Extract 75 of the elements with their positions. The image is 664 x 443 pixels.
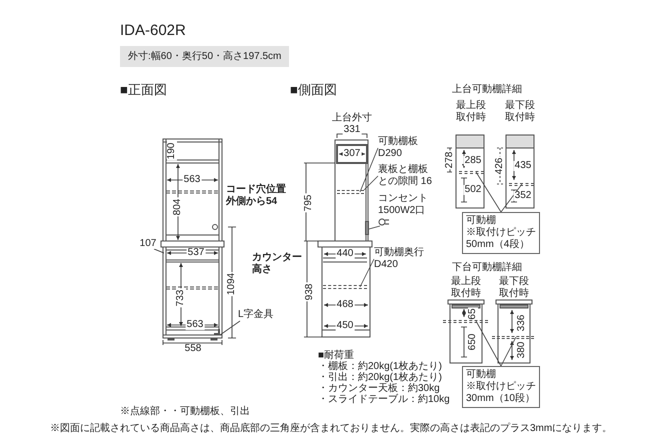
section-heading: ■正面図 <box>120 81 167 99</box>
shelf-line <box>323 285 367 289</box>
callout-text: 可動棚 <box>466 369 497 381</box>
position-caption: 最上段取付時 <box>455 100 487 124</box>
dimension-value: 450 <box>336 321 354 331</box>
annotation-text: 可動棚板 D290 <box>378 136 419 160</box>
leader-line <box>476 320 502 366</box>
shelf-line <box>443 320 488 323</box>
dimension-value: 352 <box>514 191 532 201</box>
annotation-text: L字金具 <box>238 309 275 321</box>
leader-line <box>220 320 240 336</box>
dimension-value: 190 <box>167 142 177 160</box>
list-item: ・カウンター天板：約30kg <box>318 383 440 394</box>
list-item: ・スライドテーブル：約10kg <box>318 394 450 405</box>
leader-line <box>500 336 516 366</box>
shelf-line <box>509 183 534 186</box>
dimension-value: 938 <box>305 282 315 302</box>
dimension-caption: カウンター高さ <box>252 252 303 276</box>
callout-text: ※取付けピッチ <box>466 227 536 239</box>
model-title: IDA-602R <box>120 21 186 41</box>
detail-heading: 下台可動棚詳細 <box>452 260 522 275</box>
shelf-line <box>337 190 364 194</box>
dimension-value: 563 <box>182 175 202 185</box>
dimension-value: 468 <box>336 300 354 310</box>
callout-text: ※取付けピッチ <box>466 381 536 393</box>
callout-text: 可動棚 <box>466 215 497 227</box>
callout-text: 30mm（10段） <box>466 393 536 405</box>
dimension-value: 563 <box>186 320 204 330</box>
socket-box <box>365 221 369 235</box>
dimension-value: 285 <box>464 156 482 166</box>
note-text: ※点線部・・可動棚板、引出 <box>120 404 250 419</box>
detail-heading: 上台可動棚詳細 <box>452 82 522 97</box>
list-item: ・引出：約20kg(1枚あたり) <box>318 372 442 383</box>
leader-line <box>368 226 380 230</box>
shelf-line <box>459 171 484 174</box>
dimension-value: 307 <box>342 149 362 159</box>
position-caption: 最下段取付時 <box>504 100 536 124</box>
leader-line <box>360 148 378 192</box>
dimension-value: 537 <box>186 248 206 258</box>
spec-bar: 外寸:幅60・奥行50・高さ197.5cm <box>120 46 290 67</box>
position-caption: 最上段取付時 <box>450 276 482 300</box>
dimension-value: 733 <box>176 288 186 308</box>
annotation-text: コンセント 1500W2口 <box>378 193 429 217</box>
annotation-text: 可動棚奥行 D420 <box>374 247 425 271</box>
annotation-text: 裏板と棚板との隙間 16 <box>378 164 433 188</box>
l-bracket <box>214 329 220 335</box>
note-text: ※図面に記載されている商品高さは、商品底部の三角座が含まれておりません。実際の高さは表記のプラス3mmになります。 <box>50 422 612 436</box>
shelf-line <box>492 336 534 339</box>
dimension-value: 1094 <box>227 272 237 296</box>
dimension-value: 435 <box>514 161 532 171</box>
dimension-value: 558 <box>184 344 202 354</box>
dimension-value: 502 <box>464 185 482 195</box>
dimension-value: 426 <box>495 156 505 176</box>
dimension-value: 331 <box>342 125 362 135</box>
dimension-caption: 上台外寸 <box>332 111 372 125</box>
annotation-text: コード穴位置外側から54 <box>226 184 287 208</box>
dimension-value: 380 <box>517 340 527 360</box>
dimension-value: 278 <box>445 150 455 170</box>
dimension-value: 440 <box>336 249 354 259</box>
leader-line <box>360 258 374 288</box>
callout-box <box>462 212 540 254</box>
leader-line <box>476 172 502 212</box>
dimension-value: 650 <box>468 332 478 352</box>
position-caption: 最下段取付時 <box>498 276 530 300</box>
leader-line <box>500 184 522 212</box>
dimension-value: 336 <box>517 314 527 332</box>
callout-text: 50mm（4段） <box>466 239 530 251</box>
list-item: ・棚板：約20kg(1枚あたり) <box>318 361 442 372</box>
leader-line <box>364 176 378 190</box>
section-heading: ■側面図 <box>290 81 337 99</box>
dimension-value: 795 <box>304 194 314 212</box>
dimension-value: 804 <box>173 198 183 216</box>
callout-box <box>462 366 540 408</box>
list-heading: ■耐荷重 <box>318 350 354 361</box>
dimension-value: 107 <box>138 239 158 249</box>
